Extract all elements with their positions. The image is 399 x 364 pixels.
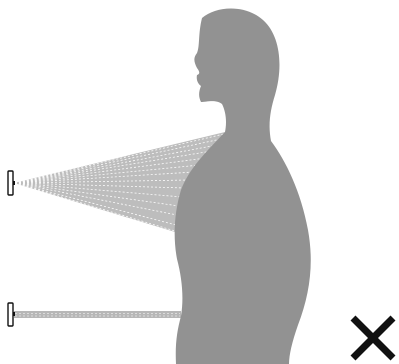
x-icon [353,318,393,358]
person-silhouette [175,9,311,364]
bottom-sensor-beam-fill [14,311,181,318]
top-sensor-device [8,171,15,195]
top-sensor-emitter [13,181,15,185]
bottom-sensor-device [8,303,15,326]
sensor-device-icon [8,303,13,326]
sensor-device-icon [8,171,13,195]
bottom-sensor-beam [14,311,181,318]
bottom-sensor-emitter [13,312,15,316]
